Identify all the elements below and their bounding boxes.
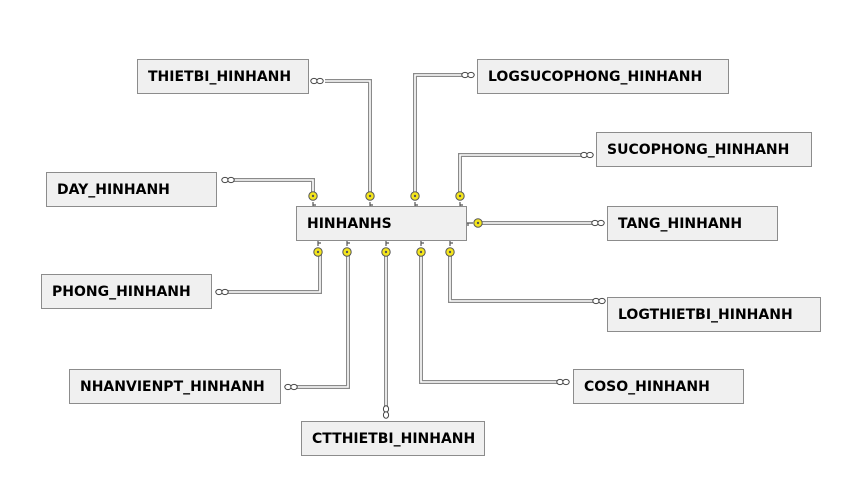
key-endpoint-icon [313,240,323,257]
relationship-nhanvienpt [284,240,352,391]
key-endpoint-icon [455,191,465,208]
table-nhanvienpt-hinhanh-label: NHANVIENPT_HINHANH [80,378,265,395]
many-endpoint-icon [461,71,475,79]
table-tang-hinhanh[interactable]: TANG_HINHANH [607,206,778,241]
many-endpoint-icon [382,405,390,419]
table-thietbi-hinhanh-label: THIETBI_HINHANH [148,68,292,85]
many-endpoint-icon [556,378,570,386]
many-endpoint-icon [592,297,606,305]
table-logthietbi-hinhanh-label: LOGTHIETBI_HINHANH [618,306,793,323]
key-endpoint-icon [381,240,391,257]
relationship-logthietbi [445,240,606,305]
many-endpoint-icon [215,288,229,296]
table-coso-hinhanh-label: COSO_HINHANH [584,378,710,395]
key-endpoint-icon [342,240,352,257]
table-logsucophong-hinhanh[interactable]: LOGSUCOPHONG_HINHANH [477,59,729,94]
many-endpoint-icon [221,176,235,184]
table-day-hinhanh[interactable]: DAY_HINHANH [46,172,217,207]
relationship-logsucophong [410,71,475,208]
key-endpoint-icon [416,240,426,257]
key-endpoint-icon [308,191,318,208]
key-endpoint-icon [365,191,375,208]
table-phong-hinhanh-label: PHONG_HINHANH [52,283,191,300]
relationship-phong [215,240,323,296]
many-endpoint-icon [310,77,324,85]
table-sucophong-hinhanh-label: SUCOPHONG_HINHANH [607,141,790,158]
table-hinhanhs-label: HINHANHS [307,215,392,232]
table-ctthietbi-hinhanh[interactable]: CTTHIETBI_HINHANH [301,421,485,456]
relationship-tang [466,218,605,228]
table-ctthietbi-hinhanh-label: CTTHIETBI_HINHANH [312,430,476,447]
table-logsucophong-hinhanh-label: LOGSUCOPHONG_HINHANH [488,68,703,85]
table-logthietbi-hinhanh[interactable]: LOGTHIETBI_HINHANH [607,297,821,332]
table-thietbi-hinhanh[interactable]: THIETBI_HINHANH [137,59,309,94]
key-endpoint-icon [466,218,483,228]
relationship-thietbi [310,77,375,208]
many-endpoint-icon [580,151,594,159]
key-endpoint-icon [445,240,455,257]
table-tang-hinhanh-label: TANG_HINHANH [618,215,743,232]
table-sucophong-hinhanh[interactable]: SUCOPHONG_HINHANH [596,132,812,167]
key-endpoint-icon [410,191,420,208]
relationship-day [221,176,318,208]
relationship-coso [416,240,570,386]
relationship-ctthietbi [381,240,391,419]
table-phong-hinhanh[interactable]: PHONG_HINHANH [41,274,212,309]
table-nhanvienpt-hinhanh[interactable]: NHANVIENPT_HINHANH [69,369,281,404]
many-endpoint-icon [284,383,298,391]
relationship-sucophong [455,151,594,208]
table-day-hinhanh-label: DAY_HINHANH [57,181,170,198]
table-coso-hinhanh[interactable]: COSO_HINHANH [573,369,744,404]
table-hinhanhs[interactable]: HINHANHS [296,206,467,241]
many-endpoint-icon [591,219,605,227]
